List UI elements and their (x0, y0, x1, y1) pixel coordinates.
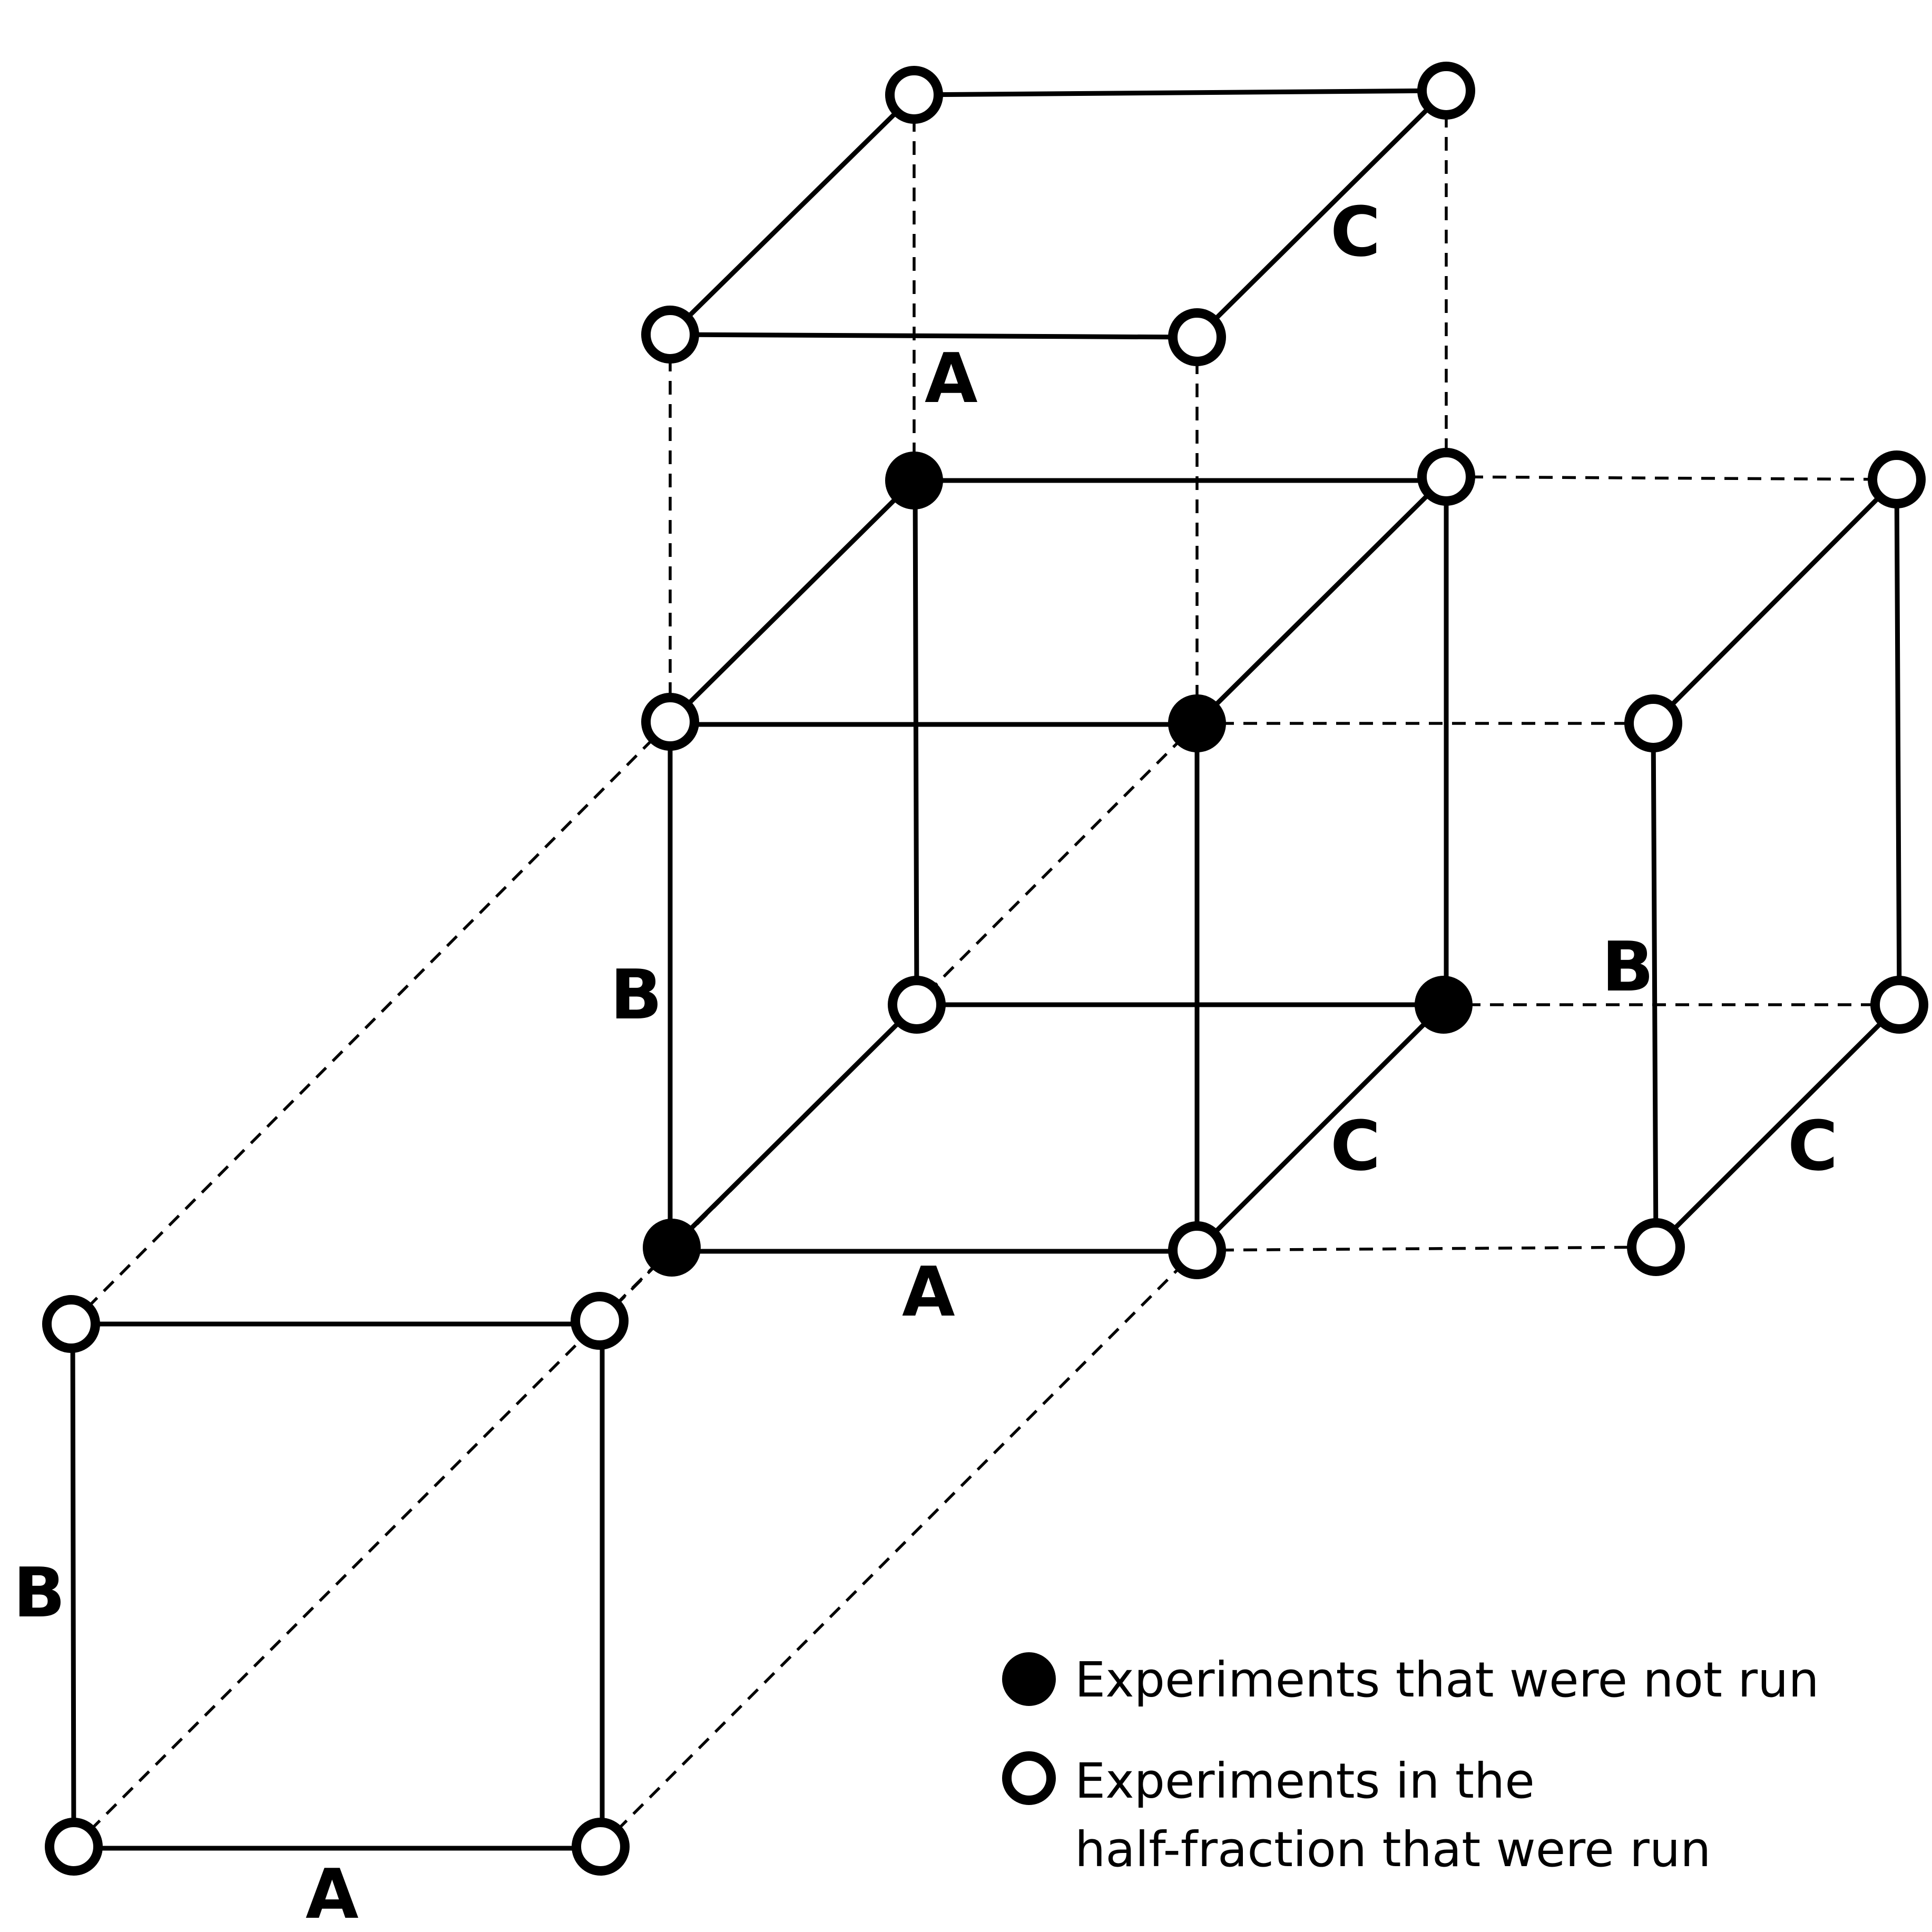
node-top-back-left (885, 66, 943, 124)
proj-right-bottom-front (1197, 1245, 1656, 1252)
front-square (68, 1318, 605, 1851)
cube-a-label: A (902, 1252, 955, 1332)
node-cube-top-front-right (1168, 694, 1226, 752)
node-right-top-back (1868, 450, 1926, 508)
main-cube (668, 474, 1449, 1254)
front-square-b-label: B (13, 1553, 65, 1633)
node-front-top-right (571, 1292, 629, 1350)
legend-run-icon (1002, 1751, 1056, 1805)
legend-run-label-line1: Experiments in the (1075, 1753, 1535, 1809)
proj-front-top-left (70, 721, 671, 1325)
legend-not-run-icon (1002, 1652, 1056, 1706)
node-top-back-right (1417, 62, 1475, 120)
proj-front-bottom-right (600, 1249, 1198, 1848)
node-top-front-left (641, 306, 699, 364)
node-cube-top-back-right (1417, 448, 1475, 506)
right-square-b-label: B (1602, 927, 1654, 1007)
cube-b-label: B (610, 955, 662, 1035)
legend: Experiments that were not run Experiment… (1002, 1652, 1819, 1878)
node-cube-bottom-back-right (1415, 976, 1473, 1034)
node-cube-top-back-left (885, 452, 943, 509)
node-cube-bottom-back-left (888, 976, 946, 1034)
proj-right-top-back (1446, 475, 1897, 481)
node-front-bottom-left (45, 1818, 103, 1876)
node-front-top-left (42, 1295, 100, 1353)
cube-c-label: C (1330, 1106, 1380, 1186)
front-square-a-label: A (306, 1854, 359, 1932)
node-cube-top-front-left (641, 693, 699, 751)
legend-not-run-label: Experiments that were not run (1075, 1652, 1819, 1708)
top-square (668, 88, 1449, 340)
node-right-bottom-back (1870, 976, 1928, 1034)
axis-labels: A C A B C B C A B (13, 192, 1838, 1932)
node-cube-bottom-front-right (1168, 1221, 1226, 1279)
node-right-bottom-front (1627, 1218, 1685, 1276)
node-cube-bottom-front-left (643, 1219, 701, 1277)
top-square-a-label: A (925, 338, 978, 418)
top-square-c-label: C (1330, 192, 1380, 272)
right-square (1651, 477, 1902, 1250)
right-square-c-label: C (1788, 1106, 1838, 1186)
nodes (42, 62, 1928, 1876)
node-right-top-front (1624, 694, 1682, 752)
proj-front-bottom-left (73, 1004, 918, 1848)
legend-run-label-line2: half-fraction that were run (1075, 1821, 1711, 1878)
node-front-bottom-right (572, 1818, 630, 1876)
node-top-front-right (1168, 308, 1226, 366)
